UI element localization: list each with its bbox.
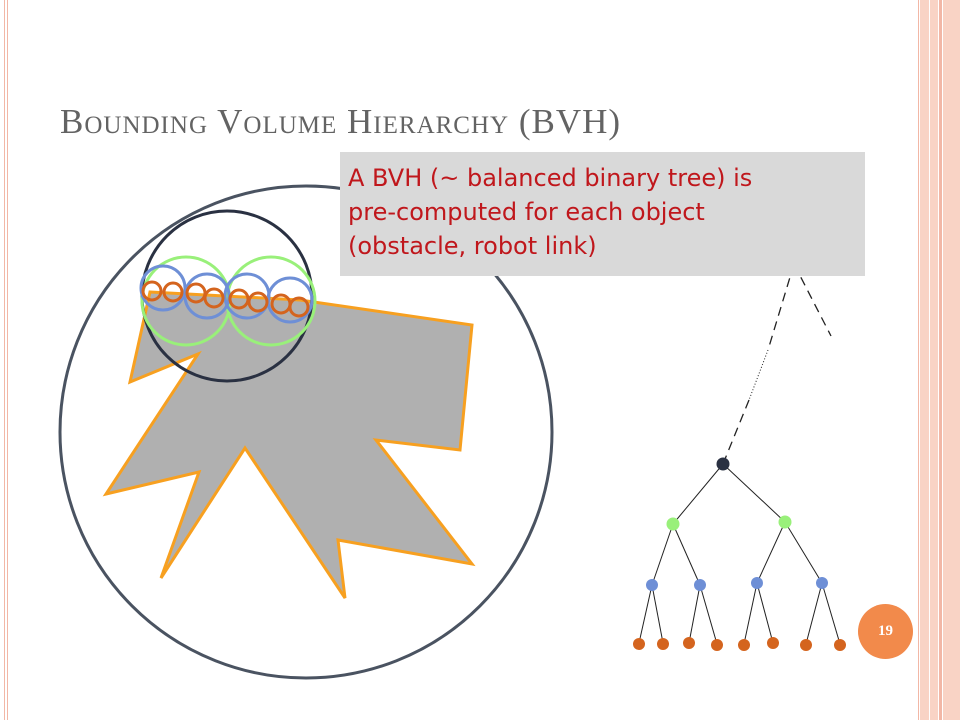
- callout-box: A BVH (~ balanced binary tree) is pre-co…: [340, 152, 865, 276]
- tree-edges: [638, 263, 841, 645]
- tree-level3-node: [751, 577, 763, 589]
- tree-leaf-node: [683, 637, 695, 649]
- callout-line: pre-computed for each object: [348, 198, 705, 226]
- leaf-bounding-circle: [247, 291, 269, 313]
- slide-title: Bounding Volume Hierarchy (BVH): [60, 102, 622, 141]
- tree-leaf-node: [657, 638, 669, 650]
- tree-leaf-node: [767, 637, 779, 649]
- callout-line: A BVH (~ balanced binary tree) is: [348, 164, 753, 192]
- tree-level1-node: [716, 457, 730, 471]
- root-bounding-circle: [58, 184, 554, 680]
- leaf-bounding-circle: [162, 281, 184, 303]
- tree-level2-node: [778, 515, 792, 529]
- leaf-bounding-circle: [288, 296, 310, 318]
- leaf-bounding-circle: [141, 280, 163, 302]
- tree-level3-node: [694, 579, 706, 591]
- object-polygon: [102, 290, 476, 599]
- callout-line: (obstacle, robot link): [348, 232, 597, 260]
- tree-level2-node: [666, 517, 680, 531]
- tree-leaf-node: [738, 639, 750, 651]
- tree-leaf-node: [800, 639, 812, 651]
- tree-level3-node: [816, 577, 828, 589]
- leaf-bounding-circle: [203, 287, 225, 309]
- tree-level3-node: [646, 579, 658, 591]
- page-number-badge: 19: [858, 604, 913, 659]
- right-border-stripes: [918, 0, 960, 720]
- left-border-rule: [0, 0, 12, 720]
- tree-leaf-node: [711, 639, 723, 651]
- tree-leaf-node: [633, 638, 645, 650]
- tree-leaf-node: [834, 639, 846, 651]
